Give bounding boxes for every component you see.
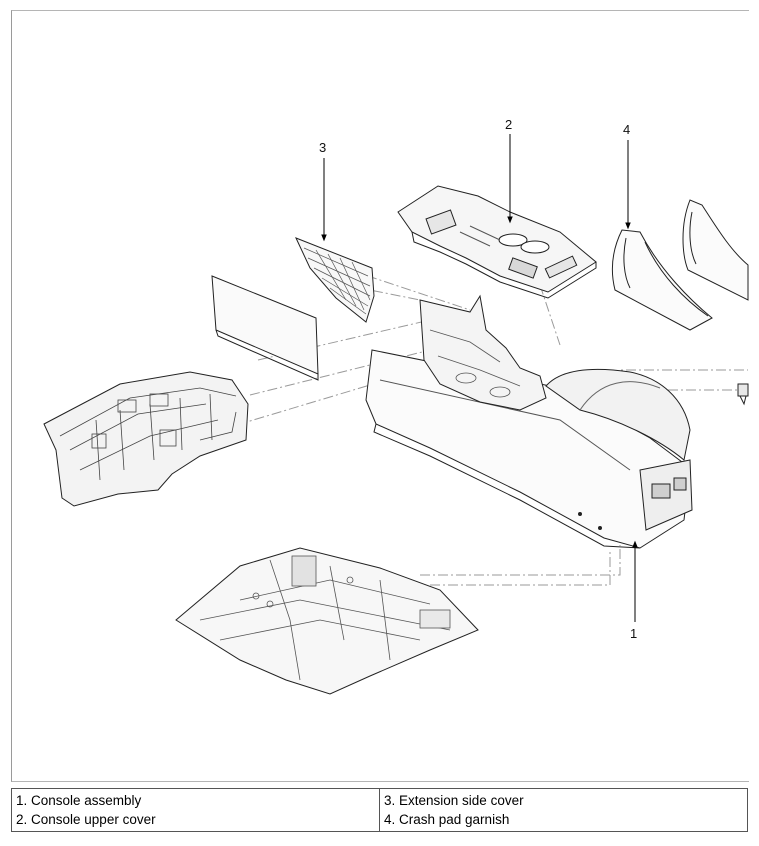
dashboard-frame-part [43, 371, 249, 507]
exploded-view-diagram: 3 2 4 1 [43, 117, 749, 695]
callout-leaders [321, 134, 638, 622]
parts-legend-table: 1. Console assembly 2. Console upper cov… [11, 788, 748, 832]
diagram-frame [11, 10, 749, 782]
callout-3-label: 3 [319, 140, 326, 155]
callout-2-label: 2 [505, 117, 512, 132]
legend-row: 1. Console assembly 2. Console upper cov… [11, 788, 748, 832]
legend-right-column: 3. Extension side cover 4. Crash pad gar… [379, 788, 748, 832]
legend-left-column: 1. Console assembly 2. Console upper cov… [11, 788, 380, 832]
side-panel-part [211, 275, 319, 381]
extension-side-cover-part [295, 237, 375, 323]
bolt-part [737, 383, 749, 406]
console-assembly-part [365, 294, 693, 549]
legend-item-console-assembly: 1. Console assembly [16, 793, 142, 808]
floor-pan-part [175, 547, 479, 695]
crash-pad-garnish-part [611, 199, 749, 331]
legend-item-crash-pad-garnish: 4. Crash pad garnish [384, 812, 510, 827]
callout-4-label: 4 [623, 122, 630, 137]
legend-item-extension-side-cover: 3. Extension side cover [384, 793, 524, 808]
console-upper-cover-part [397, 185, 597, 299]
legend-item-console-upper-cover: 2. Console upper cover [16, 812, 156, 827]
callout-1-label: 1 [630, 626, 637, 641]
